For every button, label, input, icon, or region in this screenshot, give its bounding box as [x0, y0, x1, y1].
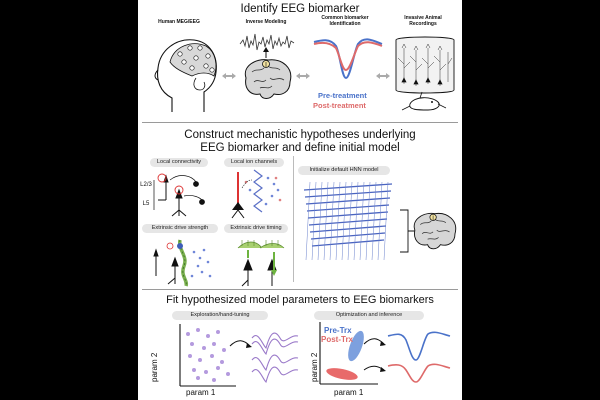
- drive-strength-icon: [153, 239, 212, 287]
- ion-channels-icon: [231, 169, 282, 219]
- network-layer-line: [311, 239, 385, 247]
- network-dendrite-line: [335, 181, 341, 261]
- section3-title: Fit hypothesized model parameters to EEG…: [166, 294, 434, 306]
- section-divider: [142, 289, 458, 290]
- scatter-point: [210, 354, 214, 358]
- scatter-point: [212, 342, 216, 346]
- inverse-modeling-signal: [239, 33, 295, 51]
- local-ion-channels-pill: Local ion channels: [224, 158, 284, 167]
- section-divider: [142, 122, 458, 123]
- network-layer-line: [303, 183, 393, 191]
- scatter-point: [226, 372, 230, 376]
- y-axis-label-right: param 2: [310, 352, 319, 382]
- network-layer-line: [309, 225, 387, 233]
- human-head-eeg-icon: [154, 39, 217, 112]
- scatter-point: [186, 332, 190, 336]
- network-layer-line: [304, 190, 392, 198]
- scatter-point: [196, 376, 200, 380]
- scatter-point: [204, 370, 208, 374]
- scatter-point: [190, 342, 194, 346]
- network-dendrite-line: [311, 181, 317, 261]
- network-dendrite-line: [323, 181, 329, 261]
- network-dendrite-line: [317, 181, 323, 261]
- drive-timing-pill: Extrinsic drive timing: [224, 224, 288, 233]
- exploration-traces: [251, 332, 299, 384]
- double-arrow-icon: [222, 73, 236, 79]
- invasive-animal-label: Invasive Animal Recordings: [404, 15, 442, 27]
- human-meg-label: Human MEG/EEG: [158, 19, 200, 25]
- brain-icon: [413, 212, 457, 250]
- network-layer-line: [305, 197, 391, 205]
- pre-treatment-waveform: [313, 38, 383, 80]
- double-arrow-icon: [296, 73, 310, 79]
- network-dendrite-line: [341, 181, 347, 261]
- x-axis-label: param 1: [186, 388, 216, 397]
- scatter-point: [220, 360, 224, 364]
- layer-l5-label: L5: [142, 201, 150, 207]
- network-dendrite-line: [359, 181, 365, 261]
- optimization-pill: Optimization and inference: [314, 311, 424, 320]
- animal-recording-icon: [395, 36, 455, 111]
- section2-title: Construct mechanistic hypotheses underly…: [184, 129, 416, 154]
- network-dendrite-line: [347, 181, 353, 261]
- post-trx-legend: Post-Trx: [321, 335, 354, 344]
- network-dendrite-line: [383, 181, 389, 261]
- exploration-scatter-plot: [179, 324, 236, 387]
- drive-strength-pill: Extrinsic drive strength: [142, 224, 218, 233]
- inference-waveforms: [387, 331, 451, 383]
- network-layer-line: [310, 232, 386, 240]
- column-divider: [293, 156, 294, 282]
- pre-treatment-legend: Pre-treatment: [318, 91, 367, 100]
- network-dendrite-line: [371, 181, 377, 261]
- post-treatment-legend: Post-treatment: [313, 101, 366, 110]
- exploration-arrow: [229, 340, 252, 348]
- layer-l23-label: L2/3: [140, 182, 152, 188]
- scatter-point: [212, 378, 216, 382]
- scatter-point: [188, 354, 192, 358]
- scatter-point: [198, 358, 202, 362]
- scatter-point: [192, 368, 196, 372]
- scatter-point: [216, 366, 220, 370]
- network-dendrite-line: [353, 181, 359, 261]
- common-biomarker-label: Common biomarker Identification: [321, 15, 369, 27]
- inference-arrows: [363, 338, 386, 372]
- biomarker-waveform-chart: [313, 38, 383, 80]
- hnn-network-grid: [303, 181, 393, 261]
- double-arrow-icon: [376, 73, 390, 79]
- x-axis-label-right: param 1: [334, 388, 364, 397]
- network-dendrite-line: [329, 181, 335, 261]
- post-treatment-waveform: [313, 41, 383, 72]
- figure-panel: Identify EEG biomarker Human MEG/EEG Inv…: [138, 0, 462, 400]
- network-dendrite-line: [365, 181, 371, 261]
- scatter-point: [222, 348, 226, 352]
- scatter-point: [196, 328, 200, 332]
- network-layer-line: [306, 204, 390, 212]
- scatter-point: [216, 330, 220, 334]
- y-axis-label: param 2: [150, 352, 159, 382]
- network-layer-line: [307, 211, 389, 219]
- scatter-point: [206, 334, 210, 338]
- drive-timing-icon: [237, 240, 285, 287]
- local-connectivity-pill: Local connectivity: [150, 158, 208, 167]
- scatter-point: [202, 346, 206, 350]
- network-layer-line: [308, 218, 388, 226]
- section1-title: Identify EEG biomarker: [240, 3, 360, 15]
- network-dendrite-line: [305, 181, 311, 261]
- brain-icon: [244, 47, 292, 99]
- inference-plot: [319, 322, 378, 385]
- pre-trx-legend: Pre-Trx: [324, 326, 352, 335]
- local-connectivity-neurons-icon: [153, 173, 205, 217]
- exploration-pill: Exploration/hand-tuning: [172, 311, 268, 320]
- init-hnn-model-pill: Initialize default HNN model: [298, 166, 390, 175]
- inverse-modeling-label: Inverse Modeling: [245, 19, 287, 25]
- network-dendrite-line: [377, 181, 383, 261]
